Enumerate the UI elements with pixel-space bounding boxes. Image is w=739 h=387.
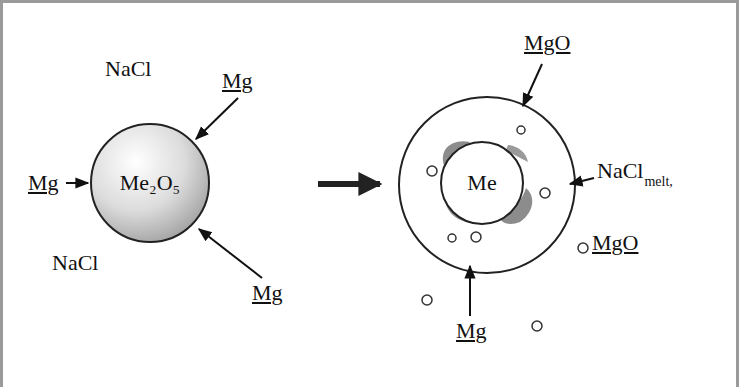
mgo-shell [399, 97, 575, 273]
leader-arrow [66, 182, 88, 184]
reaction-arrow [318, 181, 380, 187]
leader-arrow [196, 98, 238, 139]
mgo-particles [422, 126, 588, 331]
leader-arrow [523, 64, 542, 106]
medium-label: NaCl [52, 252, 98, 274]
node-text: Me₂O₅ [120, 172, 181, 194]
node-text: Me [467, 172, 496, 194]
reagent-label: Mg [222, 70, 253, 92]
leader-arrow [199, 229, 262, 278]
product-label: MgO [524, 32, 570, 54]
medium-label: NaCl [105, 58, 151, 80]
reagent-label: Mg [28, 172, 59, 194]
medium-label: NaCl [597, 160, 643, 182]
leader-arrow [469, 266, 471, 316]
leader-arrow [570, 178, 594, 184]
metal-core: Me [440, 141, 524, 225]
subscript-label: melt, [644, 175, 672, 189]
reagent-label: Mg [252, 282, 283, 304]
product-label: MgO [592, 232, 638, 254]
oxide-particle: Me₂O₅ [90, 123, 210, 243]
reagent-label: Mg [456, 320, 487, 342]
